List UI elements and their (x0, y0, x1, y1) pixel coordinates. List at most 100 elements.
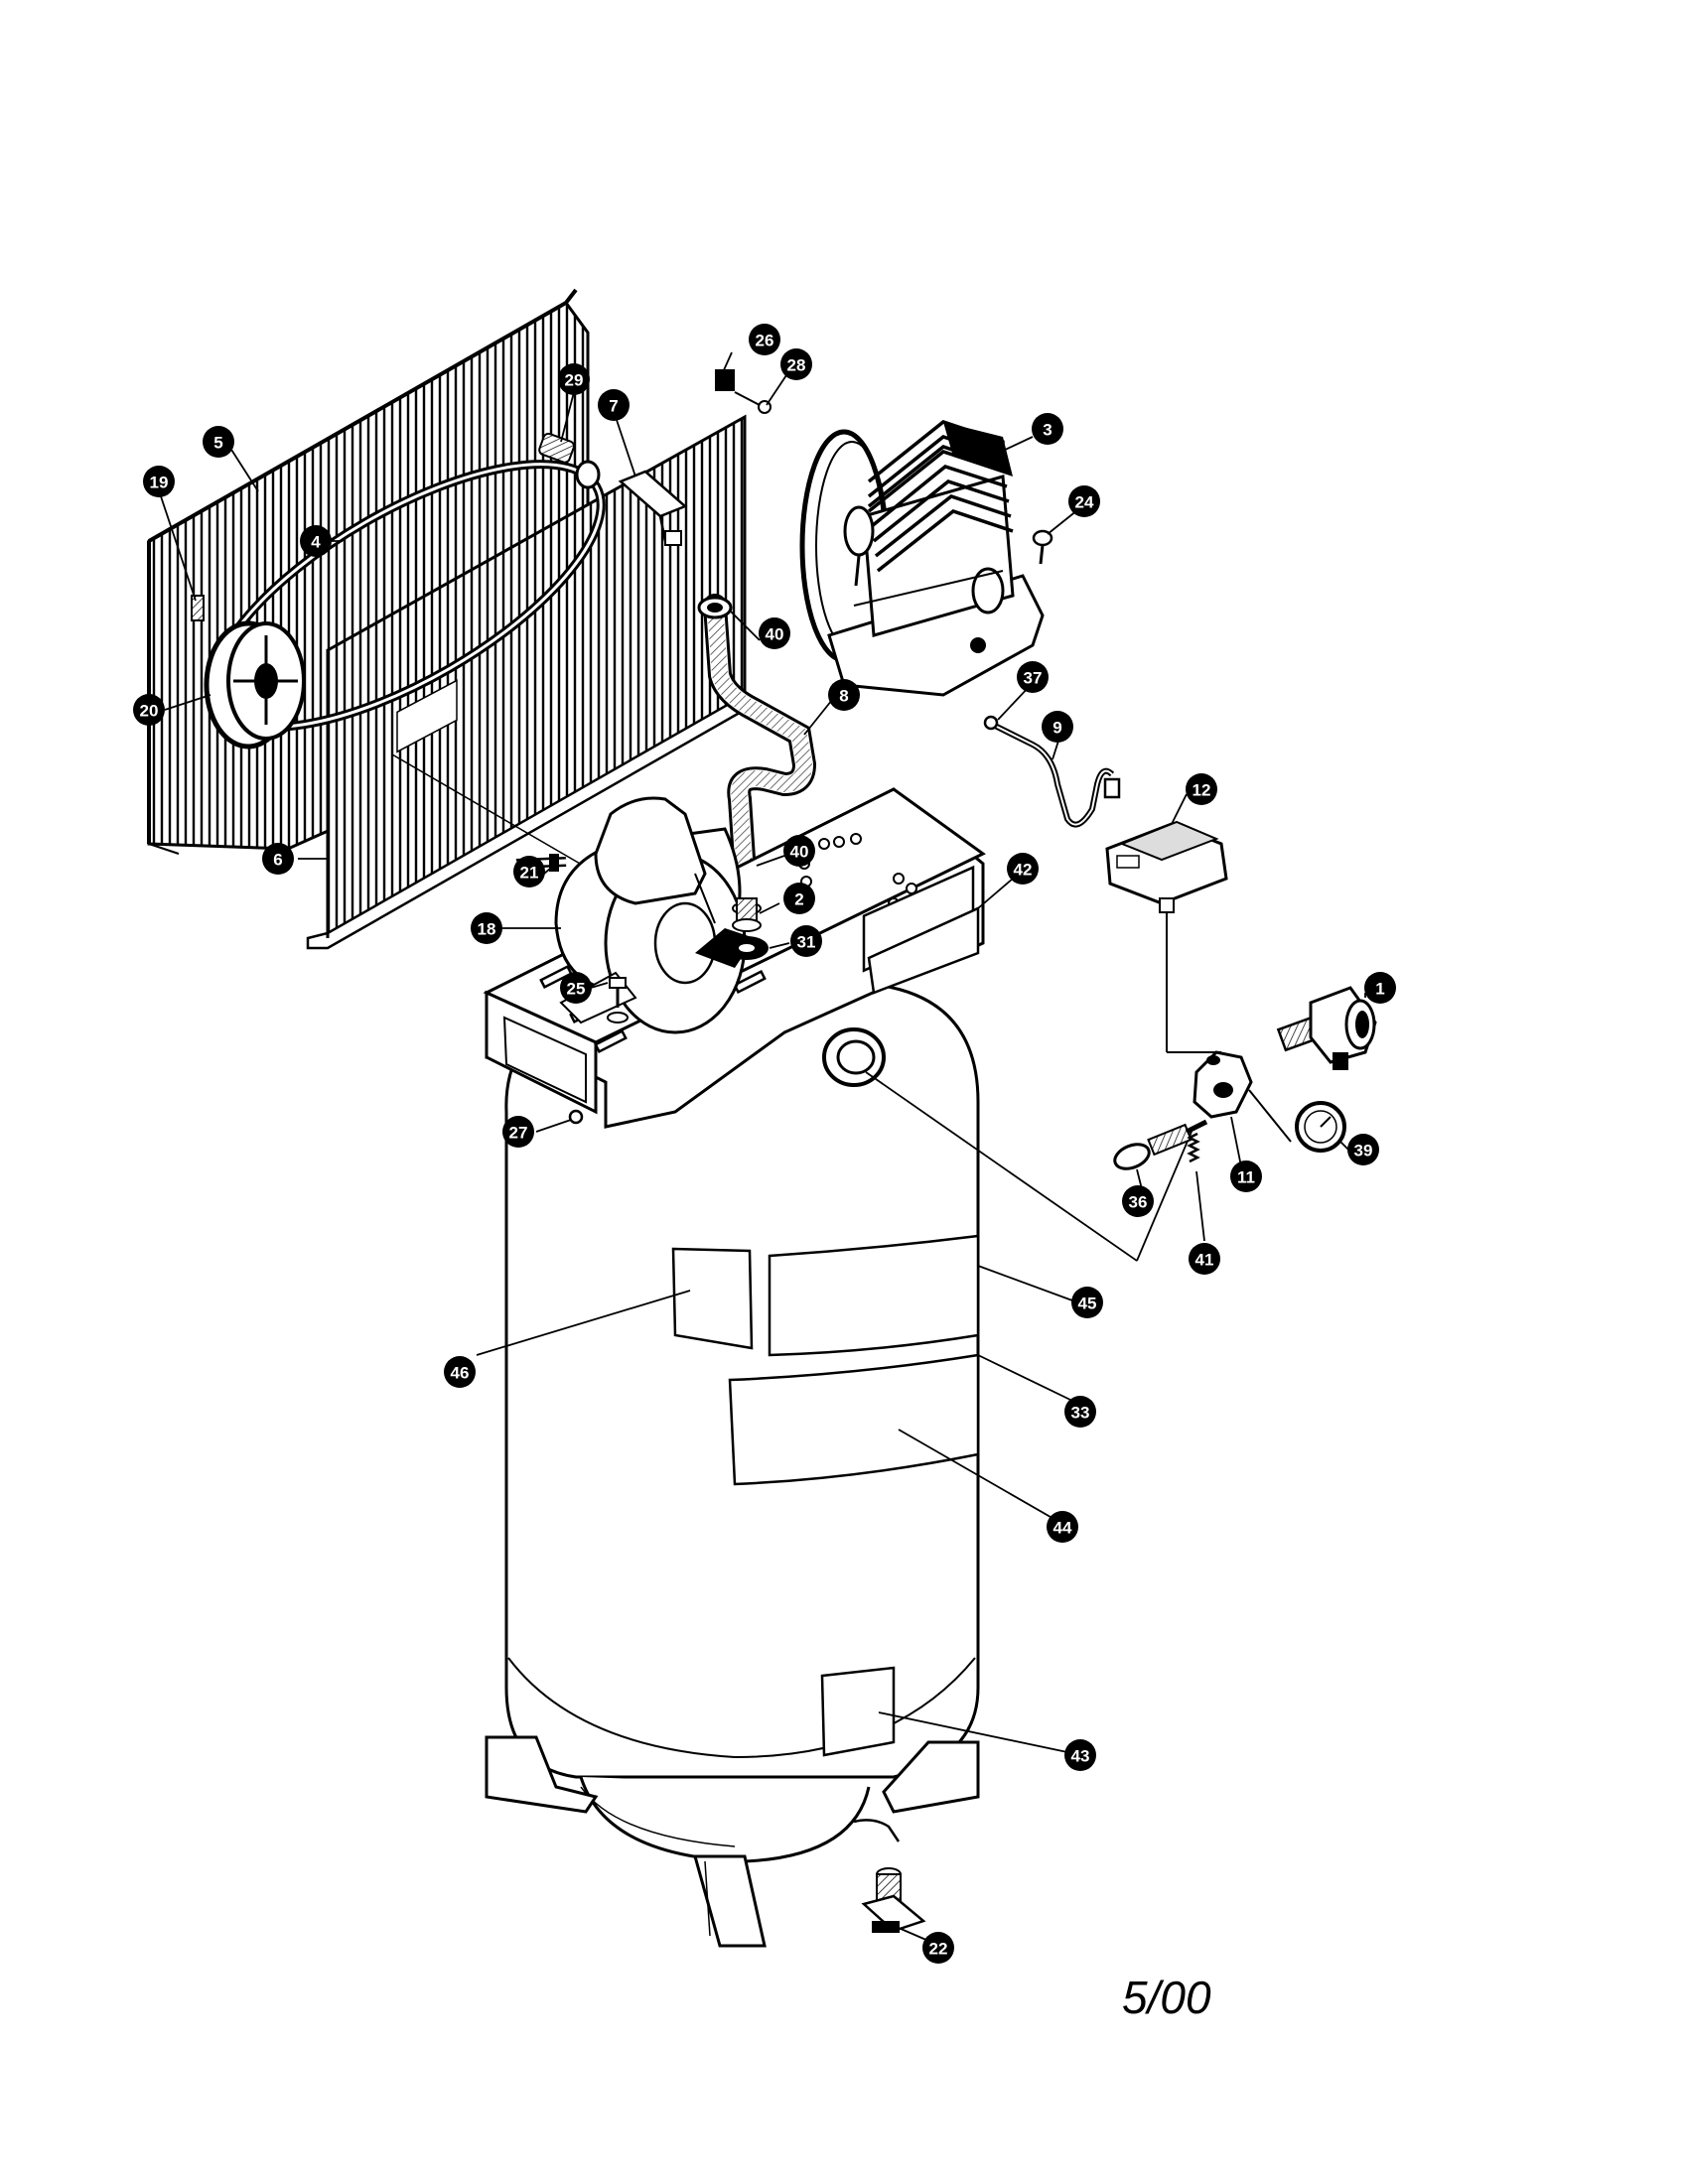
callout-label: 46 (451, 1364, 470, 1383)
callout-bubble (783, 835, 815, 867)
label-center (730, 1355, 978, 1484)
callout-fitting-upper: 40 (759, 617, 790, 649)
unloader-tube (993, 725, 1119, 825)
callout-safety-valve: 36 (1122, 1185, 1154, 1217)
front-belt-guard (308, 417, 745, 948)
callout-label: 20 (140, 702, 159, 721)
callout-bubble (502, 1116, 534, 1148)
callout-motor-bolt: 25 (560, 972, 592, 1004)
callout-label: 29 (565, 371, 584, 390)
callout-label: 43 (1071, 1747, 1090, 1766)
callout-label: 42 (1014, 861, 1033, 880)
outlet-tube (715, 606, 804, 874)
callout-bubble (1186, 773, 1217, 805)
callout-label: 24 (1075, 493, 1094, 512)
pump-bolt (1034, 531, 1052, 564)
manifold (1194, 1052, 1291, 1142)
label-front (673, 1249, 752, 1348)
callout-bubble (560, 972, 592, 1004)
callout-layer: 2628297531942440208379126214042218311252… (133, 324, 1396, 1964)
callout-nipple: 31 (790, 925, 822, 957)
callout-label: 11 (1237, 1168, 1255, 1187)
callout-motor-cord: 21 (513, 856, 545, 887)
callout-label: 6 (273, 851, 282, 870)
callout-label: 37 (1024, 669, 1043, 688)
callout-bubble (790, 925, 822, 957)
callout-bubble (759, 617, 790, 649)
callout-pressure-switch: 12 (1186, 773, 1217, 805)
callout-bubble (203, 426, 234, 458)
callout-bubble (1347, 1134, 1379, 1165)
motor-pulley (207, 623, 304, 747)
callout-manifold: 11 (1230, 1160, 1262, 1192)
callout-pump: 3 (1032, 413, 1063, 445)
callout-label: 21 (520, 864, 539, 883)
callout-drain-valve: 22 (922, 1932, 954, 1964)
callout-label: 5 (213, 434, 222, 453)
callout-bubble (1042, 711, 1073, 743)
callout-bubble (828, 679, 860, 711)
date-code: 5/00 (1122, 1972, 1211, 2023)
callout-bubble (1064, 1396, 1096, 1428)
callout-label: 28 (787, 356, 806, 375)
callout-front-belt-guard: 6 (262, 843, 294, 875)
callout-bracket-clip: 26 (749, 324, 780, 355)
set-screw (192, 596, 204, 620)
callout-label: 1 (1375, 980, 1384, 999)
tube-fitting (985, 717, 997, 729)
callout-nut: 27 (502, 1116, 534, 1148)
motor (556, 798, 755, 1032)
nipple (725, 936, 769, 960)
callout-tube-fitting: 37 (1017, 661, 1049, 693)
callout-label-front: 46 (444, 1356, 476, 1388)
callout-label: 41 (1195, 1251, 1214, 1270)
callout-bubble (783, 883, 815, 914)
callout-bubble (300, 525, 332, 557)
nut (570, 1111, 582, 1123)
callout-label: 45 (1078, 1295, 1097, 1313)
callout-bubble (749, 324, 780, 355)
callout-tank: 33 (1064, 1396, 1096, 1428)
callout-label: 22 (929, 1940, 948, 1959)
callout-label: 39 (1354, 1142, 1373, 1160)
callout-bubble (1047, 1511, 1078, 1543)
callout-label-bottom: 43 (1064, 1739, 1096, 1771)
ball-valve (1278, 988, 1375, 1070)
drain-valve (864, 1868, 923, 1933)
callout-fitting-lower: 40 (783, 835, 815, 867)
callout-bubble (1122, 1185, 1154, 1217)
callout-label: 4 (311, 533, 321, 552)
callout-bubble (598, 389, 630, 421)
label-bottom (822, 1668, 894, 1755)
callout-bubble (1007, 853, 1039, 885)
callout-bubble (1071, 1287, 1103, 1318)
callout-bubble (143, 466, 175, 497)
callout-rear-belt-guard: 5 (203, 426, 234, 458)
callout-label: 44 (1053, 1519, 1072, 1538)
spring (1190, 1134, 1197, 1161)
pulley-bolt (538, 432, 599, 487)
callout-label: 9 (1052, 719, 1061, 738)
callout-label: 33 (1071, 1404, 1090, 1423)
label-side (770, 1236, 978, 1355)
bracket-clip (715, 369, 771, 413)
fitting-upper (699, 598, 731, 617)
pump (802, 422, 1043, 695)
motor-bolt (608, 978, 628, 1023)
callout-pump-bolt: 24 (1068, 485, 1100, 517)
callout-label: 2 (794, 890, 803, 909)
callout-label-side: 45 (1071, 1287, 1103, 1318)
callout-bubble (513, 856, 545, 887)
callout-check-valve: 2 (783, 883, 815, 914)
callout-label: 25 (567, 980, 586, 999)
callout-motor: 18 (471, 912, 502, 944)
callout-label: 26 (756, 332, 774, 350)
callout-pulley-bolt: 29 (558, 363, 590, 395)
callout-belt: 4 (300, 525, 332, 557)
callout-bubble (1364, 972, 1396, 1004)
pressure-gauge (1297, 1103, 1344, 1151)
safety-valve (1111, 1122, 1206, 1173)
callout-ball-valve: 1 (1364, 972, 1396, 1004)
callout-bubble (471, 912, 502, 944)
